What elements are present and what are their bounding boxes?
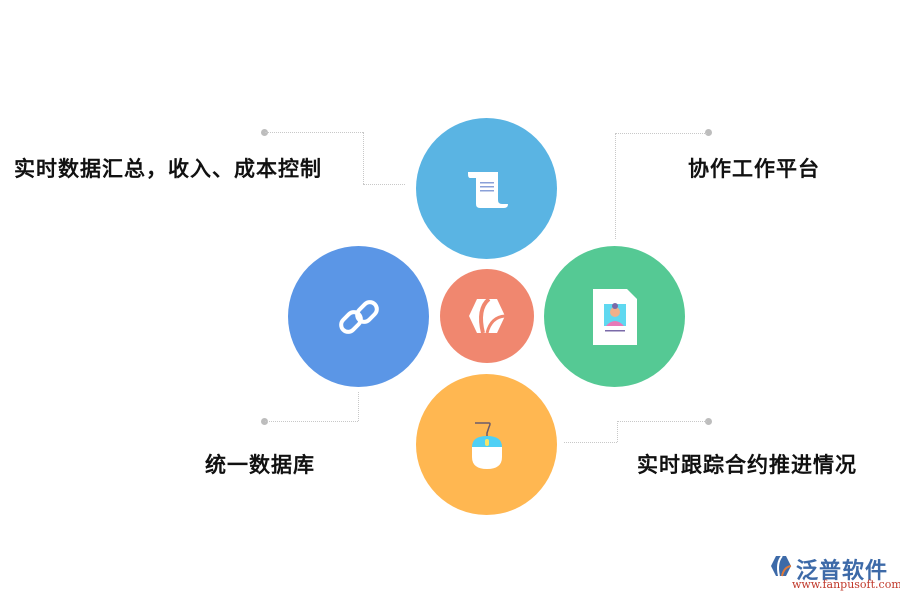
connector-line (363, 184, 405, 185)
brand-mark-icon (771, 555, 792, 577)
computer-mouse-icon (471, 421, 502, 469)
scroll-document-icon (467, 171, 508, 208)
connector-line (358, 392, 359, 421)
node-right-circle (544, 246, 685, 387)
node-bottom-circle (416, 374, 557, 515)
hexagon-logo-icon (469, 297, 506, 334)
connector-line (265, 132, 363, 133)
node-bottom-label: 实时跟踪合约推进情况 (637, 453, 857, 477)
connector-line (265, 421, 358, 422)
connector-line (363, 132, 364, 184)
connector-dot-top (261, 129, 268, 136)
node-top-circle (416, 118, 557, 259)
connector-line (615, 133, 616, 239)
brand-url: www.fanpusoft.com (792, 578, 900, 591)
connector-line (564, 442, 617, 443)
node-left-circle (288, 246, 429, 387)
connector-dot-right (705, 129, 712, 136)
profile-card-icon (592, 288, 637, 345)
connector-dot-left (261, 418, 268, 425)
connector-line (617, 421, 618, 442)
node-right-label: 协作工作平台 (688, 157, 820, 181)
node-top-label: 实时数据汇总，收入、成本控制 (14, 157, 322, 181)
chain-link-icon (338, 299, 379, 334)
connector-line (615, 133, 707, 134)
connector-dot-bottom (705, 418, 712, 425)
node-left-label: 统一数据库 (205, 453, 315, 477)
connector-line (617, 421, 707, 422)
node-center-circle (440, 269, 534, 363)
brand-name: 泛普软件 (796, 559, 889, 584)
